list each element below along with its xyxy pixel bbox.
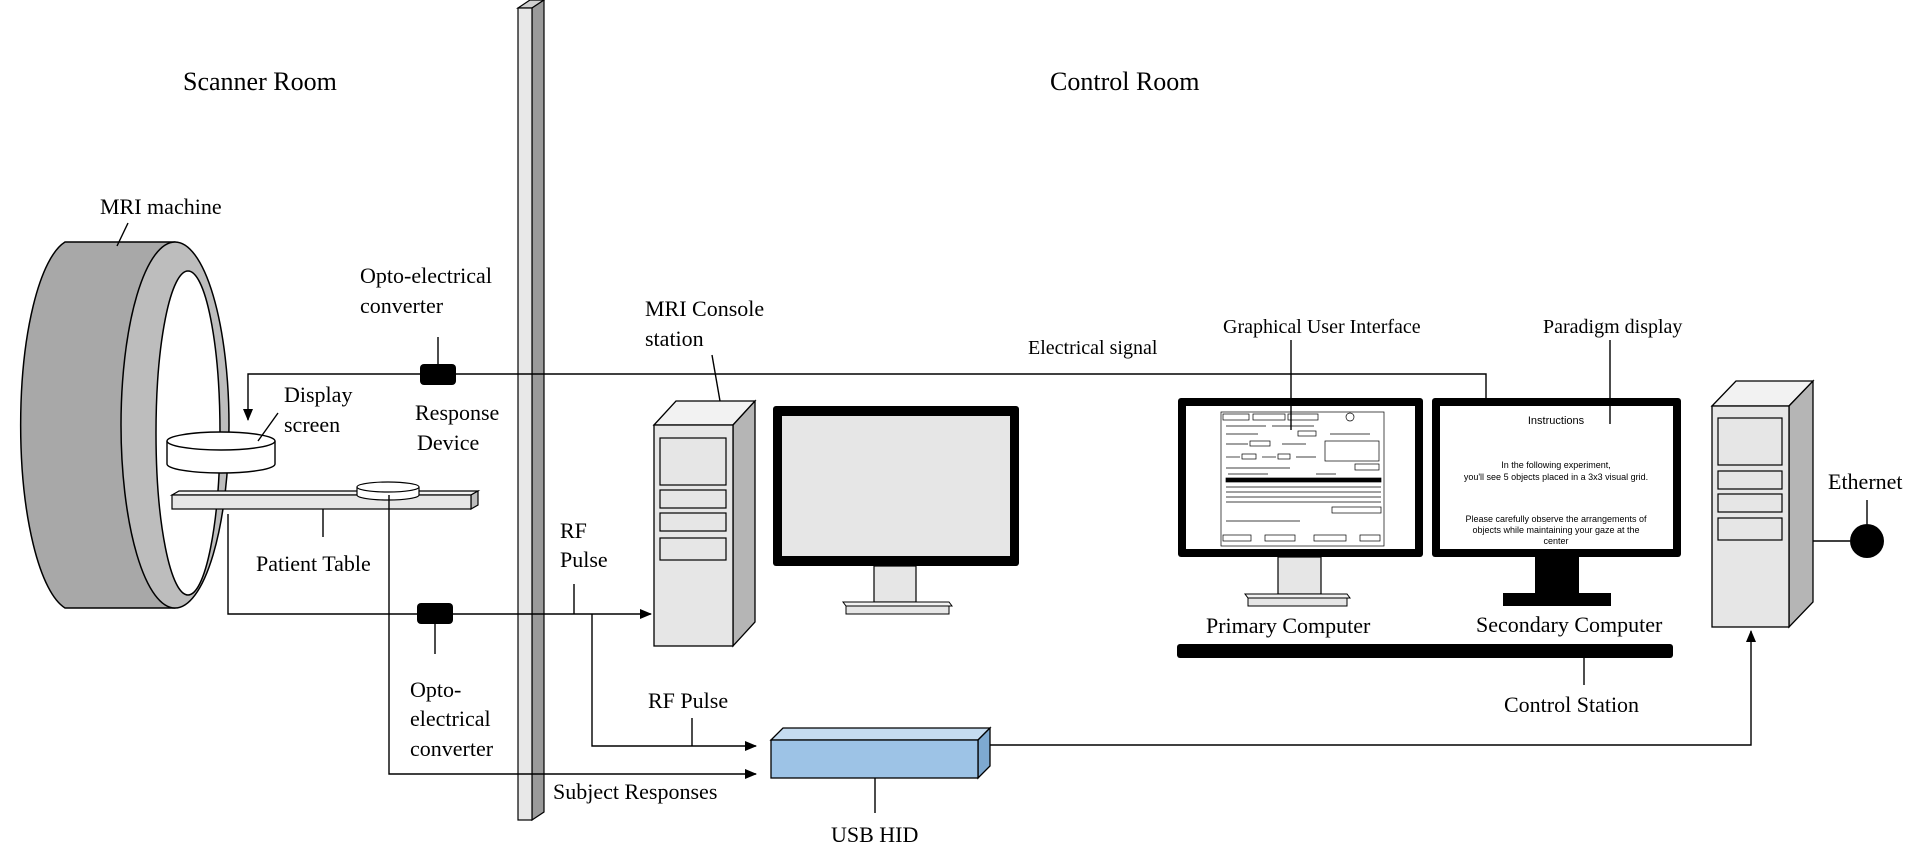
paradigm-display-label: Paradigm display: [1543, 316, 1682, 338]
opto-bottom-label-3: converter: [410, 736, 494, 761]
usb-hid-device: [769, 726, 992, 780]
signal-lines: [227, 373, 1756, 779]
display-screen: [166, 431, 276, 474]
response-device: [356, 481, 420, 501]
control-computer-tower: [1710, 379, 1815, 629]
mri-console-tower: [652, 399, 757, 648]
primary-computer-label: Primary Computer: [1206, 613, 1371, 638]
opto-top-label-1: Opto-electrical: [360, 263, 492, 288]
rf-pulse-label-1a: RF: [560, 518, 587, 543]
mri-machine-label: MRI machine: [100, 194, 222, 219]
rf-pulse-label-2: RF Pulse: [648, 688, 728, 713]
paradigm-line-4: objects while maintaining your gaze at t…: [1472, 525, 1639, 535]
secondary-computer-monitor: Instructions In the following experiment…: [1432, 398, 1681, 606]
opto-bottom-label-2: electrical: [410, 706, 491, 731]
paradigm-instructions-title: Instructions: [1528, 415, 1585, 427]
response-device-label-1: Response: [415, 400, 499, 425]
room-wall: [516, 0, 546, 822]
paradigm-line-3: Please carefully observe the arrangement…: [1465, 514, 1647, 524]
control-room-title: Control Room: [1050, 67, 1200, 96]
gui-screen-content: [1220, 411, 1385, 547]
gui-label: Graphical User Interface: [1223, 316, 1421, 338]
mri-machine-leader: [116, 222, 129, 247]
control-station-desk: [1177, 644, 1673, 658]
paradigm-line-1: In the following experiment,: [1501, 460, 1611, 470]
opto-top-label-2: converter: [360, 293, 444, 318]
mri-console-monitor: [773, 406, 1019, 615]
usb-hid-label: USB HID: [831, 822, 918, 847]
primary-computer-monitor: [1178, 398, 1423, 607]
patient-table-label: Patient Table: [256, 551, 371, 576]
control-station-label: Control Station: [1504, 692, 1639, 717]
paradigm-line-2: you'll see 5 objects placed in a 3x3 vis…: [1464, 472, 1648, 482]
opto-bottom-label-1: Opto-: [410, 677, 461, 702]
subject-responses-label: Subject Responses: [553, 779, 717, 804]
mri-machine: [19, 241, 230, 609]
rf-pulse-label-1b: Pulse: [560, 547, 608, 572]
patient-table: [169, 489, 481, 511]
paradigm-line-5: center: [1543, 536, 1568, 546]
display-screen-label-1: Display: [284, 382, 352, 407]
response-device-label-2: Device: [417, 430, 479, 455]
display-screen-leader: [257, 412, 279, 442]
secondary-computer-label: Secondary Computer: [1476, 612, 1663, 637]
electrical-signal-label: Electrical signal: [1028, 337, 1158, 359]
mri-console-label-1: MRI Console: [645, 296, 764, 321]
mri-console-label-2: station: [645, 326, 704, 351]
scanner-room-title: Scanner Room: [183, 67, 337, 96]
ethernet-port-icon: [1850, 524, 1884, 558]
ethernet-label: Ethernet: [1828, 469, 1903, 494]
display-screen-label-2: screen: [284, 412, 340, 437]
